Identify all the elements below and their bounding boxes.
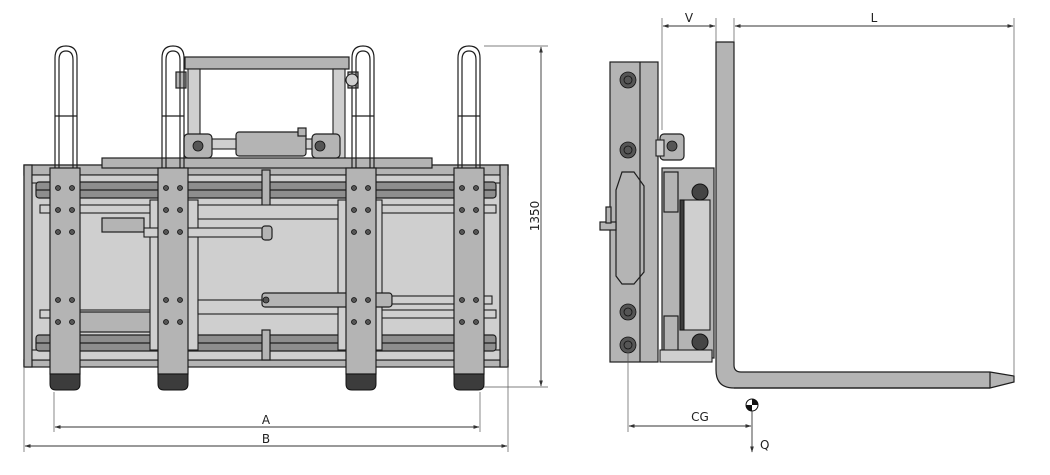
height-dimension: 1350 <box>484 45 548 388</box>
dimension-b-label: B <box>262 432 270 446</box>
side-cylinder-mount <box>655 133 685 161</box>
fork-arm-3 <box>345 45 377 391</box>
dimension-cg: CG <box>627 352 752 432</box>
fork-arm-1 <box>49 45 81 391</box>
dimension-v: V <box>661 11 717 130</box>
fork-arm-4 <box>453 45 485 391</box>
side-fork <box>715 41 1015 389</box>
dimension-l: L <box>733 11 1015 376</box>
front-view: 1350 A B <box>23 45 548 452</box>
dimension-l-label: L <box>871 11 878 25</box>
dimension-v-label: V <box>685 11 694 25</box>
dimension-a-label: A <box>262 413 271 427</box>
left-cylinder <box>101 217 273 241</box>
fork-arm-2 <box>157 45 189 391</box>
dimension-b: B <box>23 368 509 452</box>
center-of-gravity: Q <box>745 398 769 453</box>
dimension-cg-label: CG <box>691 410 709 424</box>
side-slider <box>659 167 715 363</box>
load-q-label: Q <box>760 438 769 452</box>
top-cylinder <box>183 127 341 159</box>
carriage-plate <box>599 61 659 363</box>
height-label: 1350 <box>528 201 542 232</box>
dimension-a: A <box>53 392 481 432</box>
side-view: V L CG Q <box>599 11 1015 453</box>
